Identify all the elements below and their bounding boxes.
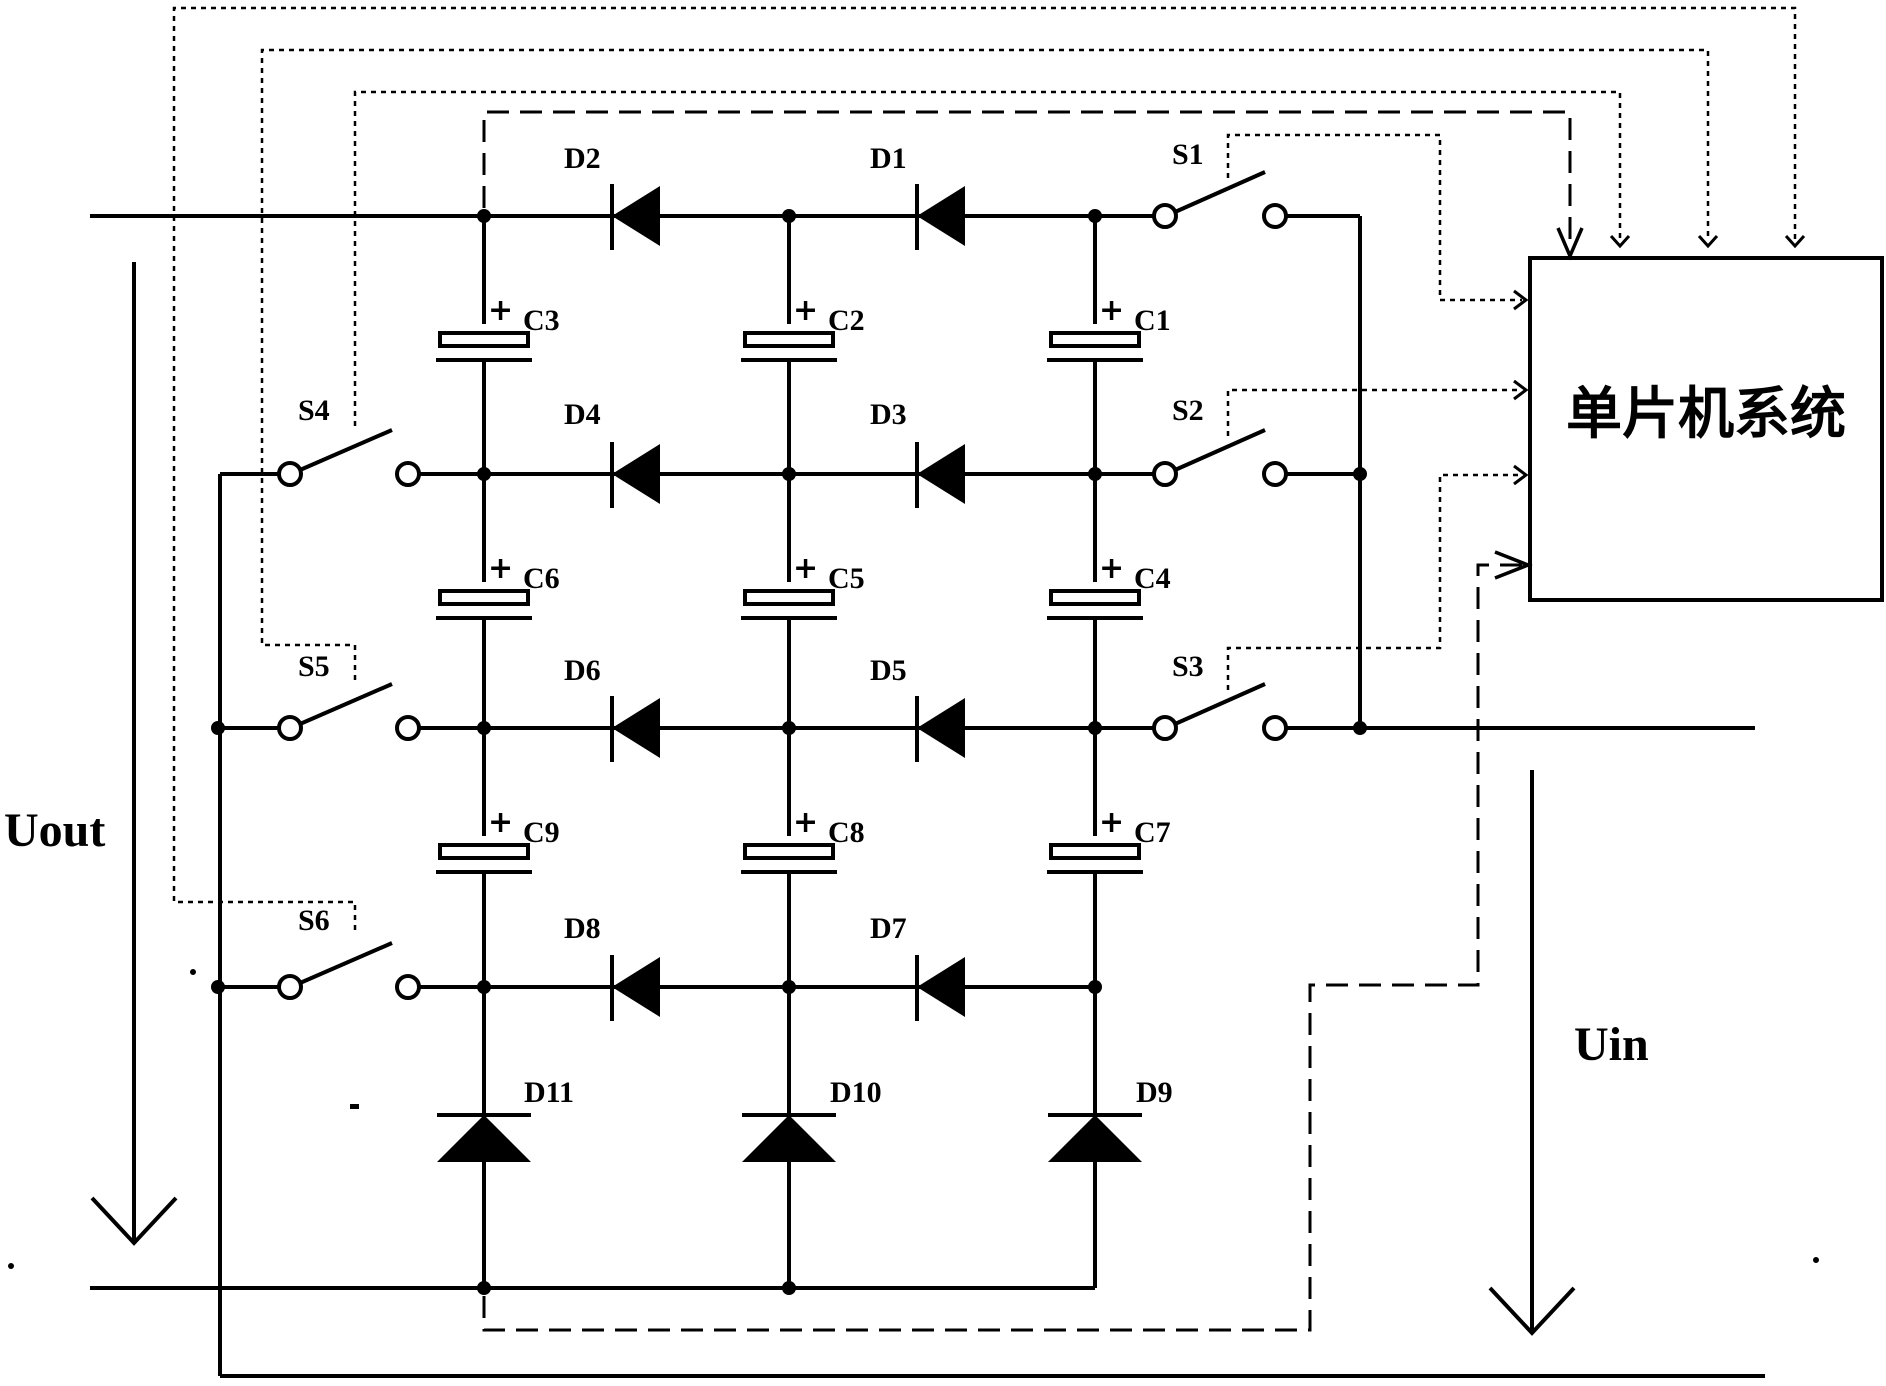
plus-mark-c2: +: [793, 293, 818, 328]
capacitor-label-c3: C3: [523, 304, 560, 337]
switch-s1: [1152, 170, 1315, 229]
plus-mark-c8: +: [793, 805, 818, 840]
capacitor-label-c5: C5: [828, 562, 865, 595]
switch-label-s3: S3: [1172, 650, 1204, 683]
diode-d10: [742, 1113, 836, 1162]
switch-s2: [1152, 428, 1315, 487]
capacitor-label-c2: C2: [828, 304, 865, 337]
labels: 单片机系统 Uout Uin S1 S2 S3 S4 S5 S6 D1 D2 D…: [4, 138, 1846, 1109]
switch-label-s4: S4: [298, 394, 330, 427]
junction-dots: [211, 209, 1367, 1295]
mcu-box: [1528, 256, 1884, 602]
plus-mark-c3: +: [488, 293, 513, 328]
diode-d1: [915, 184, 965, 250]
diode-d6: [610, 696, 660, 762]
switch-s6: [277, 941, 421, 1000]
plus-mark-c9: +: [488, 805, 513, 840]
capacitor-c7: [1047, 843, 1143, 874]
diode-label-d10: D10: [830, 1076, 882, 1109]
switch-s5: [277, 682, 421, 741]
control-lines: [172, 6, 1797, 930]
diode-label-d9: D9: [1136, 1076, 1173, 1109]
switch-label-s5: S5: [298, 650, 330, 683]
diode-d7: [915, 955, 965, 1021]
diode-label-d1: D1: [870, 142, 907, 175]
capacitor-c8: [741, 843, 837, 874]
diode-d4: [610, 442, 660, 508]
capacitor-c3: [436, 331, 532, 362]
mcu-label: 单片机系统: [1566, 382, 1846, 447]
diode-d11: [437, 1113, 531, 1162]
dashed-lines: [482, 110, 1572, 1332]
diode-d2: [610, 184, 660, 250]
diode-label-d2: D2: [564, 142, 601, 175]
capacitor-c1: [1047, 331, 1143, 362]
diode-label-d6: D6: [564, 654, 601, 687]
capacitor-label-c4: C4: [1134, 562, 1171, 595]
capacitor-c2: [741, 331, 837, 362]
switch-label-s1: S1: [1172, 138, 1204, 171]
dashed-arrowheads: [1494, 227, 1584, 580]
capacitor-c5: [741, 589, 837, 620]
capacitor-c6: [436, 589, 532, 620]
capacitor-c9: [436, 843, 532, 874]
control-arrowheads: [1513, 234, 1806, 486]
switch-s4: [277, 428, 421, 487]
stray-dots: [8, 969, 1819, 1269]
diode-d8: [610, 955, 660, 1021]
capacitor-label-c7: C7: [1134, 816, 1171, 849]
diode-label-d3: D3: [870, 398, 907, 431]
capacitor-label-c8: C8: [828, 816, 865, 849]
diode-label-d7: D7: [870, 912, 907, 945]
diode-d5: [915, 696, 965, 762]
diode-label-d4: D4: [564, 398, 601, 431]
switch-s3: [1152, 682, 1315, 741]
diode-label-d5: D5: [870, 654, 907, 687]
output-voltage-label: Uout: [4, 804, 105, 857]
diode-label-d11: D11: [524, 1076, 574, 1109]
plus-mark-c6: +: [488, 551, 513, 586]
switch-label-s2: S2: [1172, 394, 1204, 427]
voltage-arrows: [90, 262, 1576, 1336]
diode-d9: [1048, 1113, 1142, 1162]
plus-mark-c4: +: [1099, 551, 1124, 586]
capacitor-label-c9: C9: [523, 816, 560, 849]
plus-mark-c5: +: [793, 551, 818, 586]
plus-mark-c7: +: [1099, 805, 1124, 840]
input-voltage-label: Uin: [1574, 1018, 1649, 1071]
capacitor-label-c1: C1: [1134, 304, 1171, 337]
diode-label-d8: D8: [564, 912, 601, 945]
diode-d3: [915, 442, 965, 508]
capacitor-label-c6: C6: [523, 562, 560, 595]
plus-mark-c1: +: [1099, 293, 1124, 328]
switch-label-s6: S6: [298, 904, 330, 937]
capacitor-c4: [1047, 589, 1143, 620]
